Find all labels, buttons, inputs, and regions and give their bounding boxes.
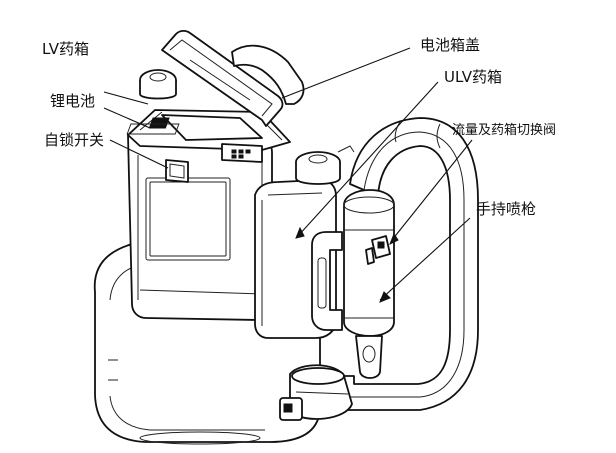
rear-handle	[231, 44, 305, 105]
label-flow-valve: 流量及药箱切换阀	[452, 123, 557, 138]
leader-battery-cover	[281, 47, 411, 99]
label-handheld-gun: 手持喷枪	[476, 200, 537, 218]
arrowhead-valve	[389, 232, 399, 246]
label-lv-tank: LV药箱	[42, 40, 89, 58]
leader-lines	[103, 47, 473, 301]
label-battery-cover: 电池箱盖	[420, 36, 481, 54]
leader-ulv-tank	[297, 81, 439, 237]
lv-tank-cap	[139, 69, 177, 100]
spray-gun-handle	[311, 231, 343, 331]
hose-coupling	[279, 364, 353, 421]
battery-block	[161, 114, 263, 141]
label-battery: 锂电池	[50, 92, 96, 110]
self-lock-switch	[165, 159, 189, 183]
battery-cover	[161, 29, 284, 127]
leader-flow-valve	[391, 139, 473, 241]
leader-handheld-gun	[379, 217, 471, 301]
flow-valve-knob	[365, 235, 391, 265]
label-ulv-tank: ULV药箱	[444, 68, 502, 86]
label-self-lock-switch: 自锁开关	[44, 131, 105, 149]
leader-battery	[103, 107, 151, 129]
leader-self-lock-switch	[109, 139, 169, 169]
arrowhead-ulv	[295, 226, 305, 239]
leader-lv-tank	[103, 91, 149, 105]
ulv-tank-cap	[295, 145, 355, 185]
arrowhead-gun	[379, 291, 391, 303]
